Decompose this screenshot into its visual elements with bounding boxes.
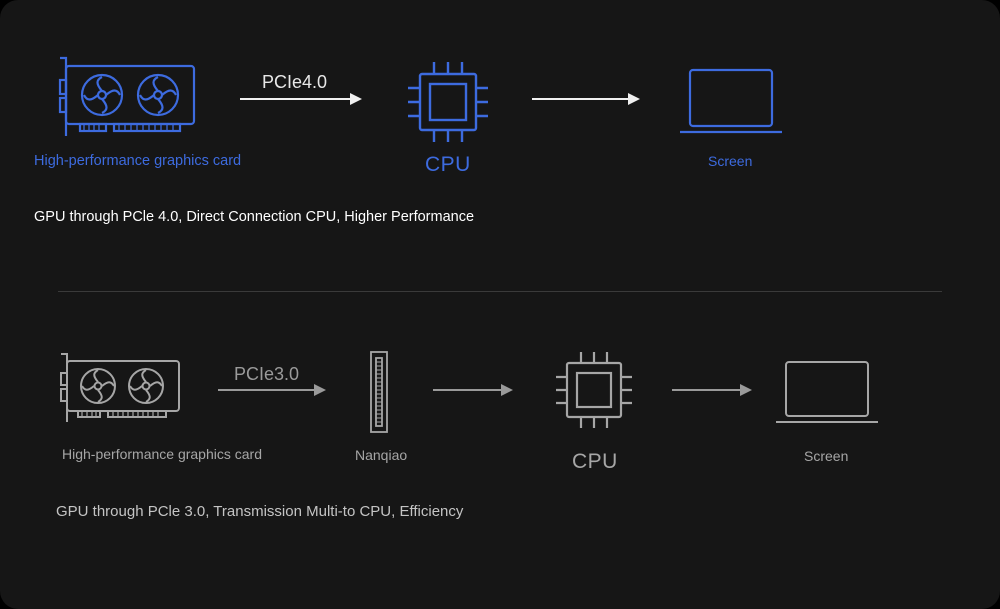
laptop-screen-icon bbox=[776, 361, 878, 423]
cpu-chip-icon bbox=[556, 352, 632, 428]
pcie3-label: PCIe3.0 bbox=[234, 364, 300, 384]
arrow-right-icon bbox=[218, 384, 326, 396]
cpu-label: CPU bbox=[425, 153, 471, 176]
graphics-card-icon bbox=[58, 56, 196, 136]
arrow-right-icon bbox=[672, 384, 752, 396]
pcie4-label: PCIe4.0 bbox=[262, 72, 328, 92]
cpu-chip-icon bbox=[408, 62, 488, 142]
screen-label: Screen bbox=[708, 153, 753, 169]
caption-bottom: GPU through PCle 3.0, Transmission Multi… bbox=[56, 503, 464, 520]
nanqiao-label: Nanqiao bbox=[355, 447, 408, 463]
screen-label: Screen bbox=[804, 448, 849, 464]
arrow-right-icon bbox=[433, 384, 513, 396]
caption-top: GPU through PCle 4.0, Direct Connection … bbox=[34, 209, 475, 225]
gpu-label: High-performance graphics card bbox=[34, 153, 242, 169]
gpu-label: High-performance graphics card bbox=[62, 446, 262, 462]
southbridge-chip-icon bbox=[370, 351, 388, 433]
section-divider bbox=[58, 291, 942, 292]
arrow-right-icon bbox=[532, 93, 640, 105]
laptop-screen-icon bbox=[680, 68, 782, 134]
graphics-card-icon bbox=[60, 353, 180, 422]
cpu-label: CPU bbox=[572, 450, 618, 473]
arrow-right-icon bbox=[240, 93, 362, 105]
